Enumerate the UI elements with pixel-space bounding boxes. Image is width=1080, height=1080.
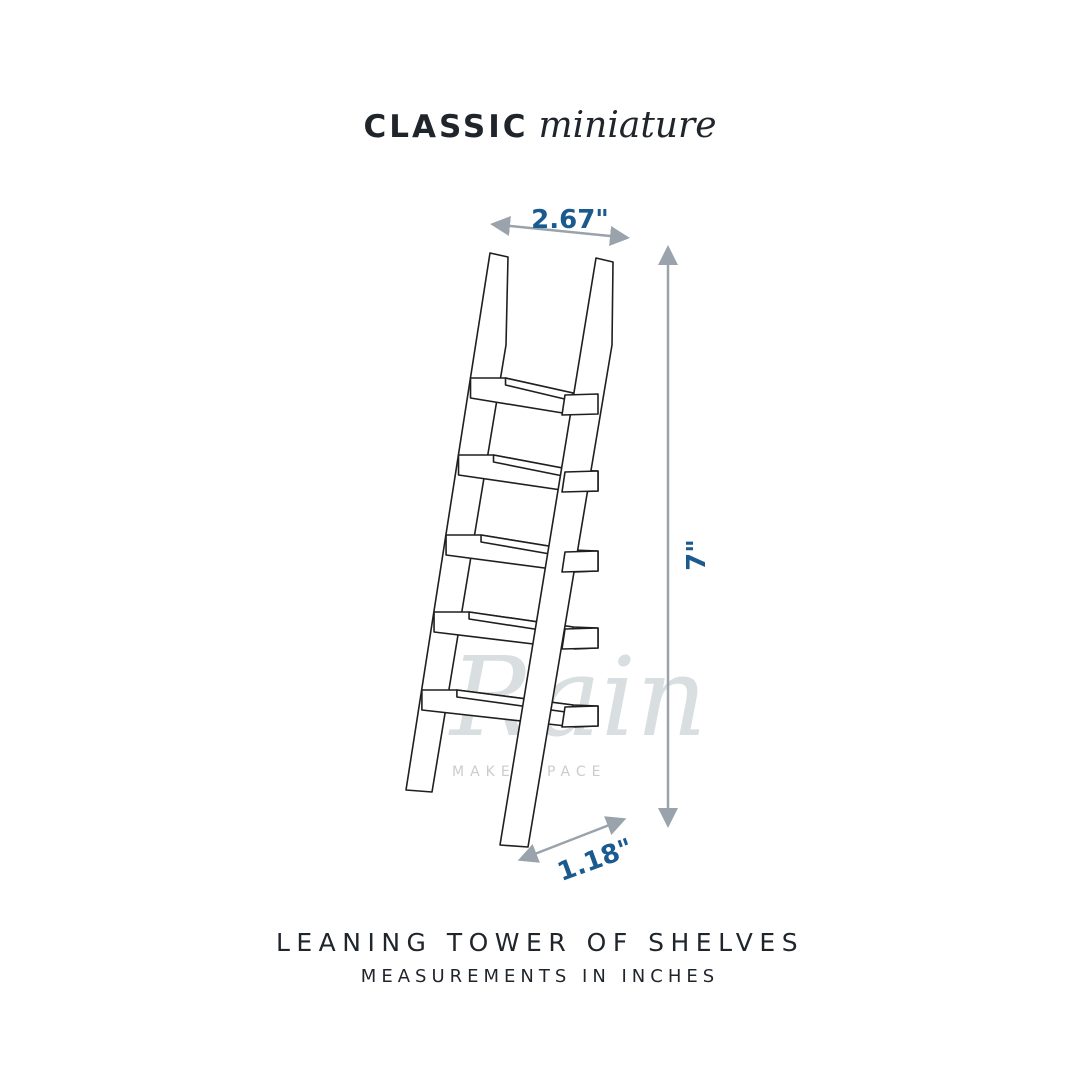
height-label: 7" (682, 539, 712, 571)
ladder (405, 252, 614, 848)
width-arrow (490, 216, 630, 246)
shelf-front-4 (561, 627, 599, 650)
caption-subtitle: MEASUREMENTS IN INCHES (360, 966, 720, 987)
title-script: miniature (538, 105, 717, 146)
width-label: 2.67" (531, 205, 609, 235)
title-bold: CLASSIC (363, 109, 529, 145)
shelf-front-5 (561, 705, 599, 728)
shelf-front-1 (561, 393, 599, 416)
depth-arrow (517, 816, 627, 863)
shelf-front-3 (561, 550, 599, 573)
shelf-front-2 (561, 470, 599, 493)
caption-title: LEANING TOWER OF SHELVES (275, 928, 805, 957)
